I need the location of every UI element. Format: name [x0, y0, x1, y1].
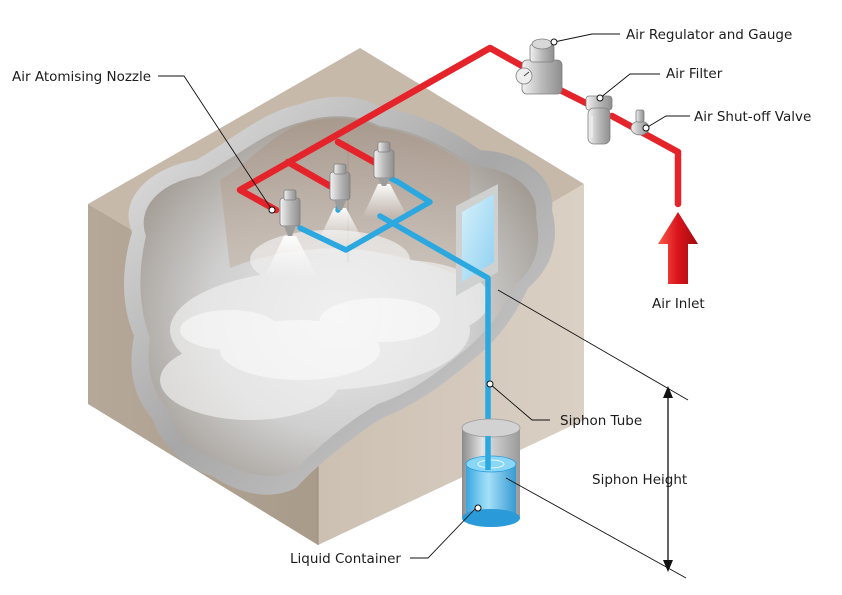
leader-dots [268, 38, 650, 512]
nozzle-3 [373, 141, 395, 186]
regulator-icon [515, 38, 563, 95]
leader-lines [158, 33, 690, 559]
label-air-inlet: Air Inlet [652, 296, 705, 312]
label-air-shutoff-valve: Air Shut-off Valve [694, 109, 811, 125]
label-siphon-height: Siphon Height [592, 472, 687, 488]
room-interior [124, 96, 555, 495]
label-air-filter: Air Filter [666, 66, 723, 82]
label-siphon-tube: Siphon Tube [560, 413, 642, 429]
nozzle-2 [329, 163, 351, 210]
spray-plumes [264, 184, 408, 278]
nozzle-1 [279, 189, 301, 236]
label-air-atomising-nozzle: Air Atomising Nozzle [12, 69, 151, 85]
air-inlet-arrow-icon [658, 212, 698, 284]
liquid-container [461, 418, 521, 527]
label-air-regulator: Air Regulator and Gauge [626, 27, 792, 43]
label-liquid-container: Liquid Container [290, 551, 401, 567]
filter-icon [585, 95, 613, 145]
wall-window [456, 184, 498, 296]
siphon-height-dimension [497, 289, 689, 579]
